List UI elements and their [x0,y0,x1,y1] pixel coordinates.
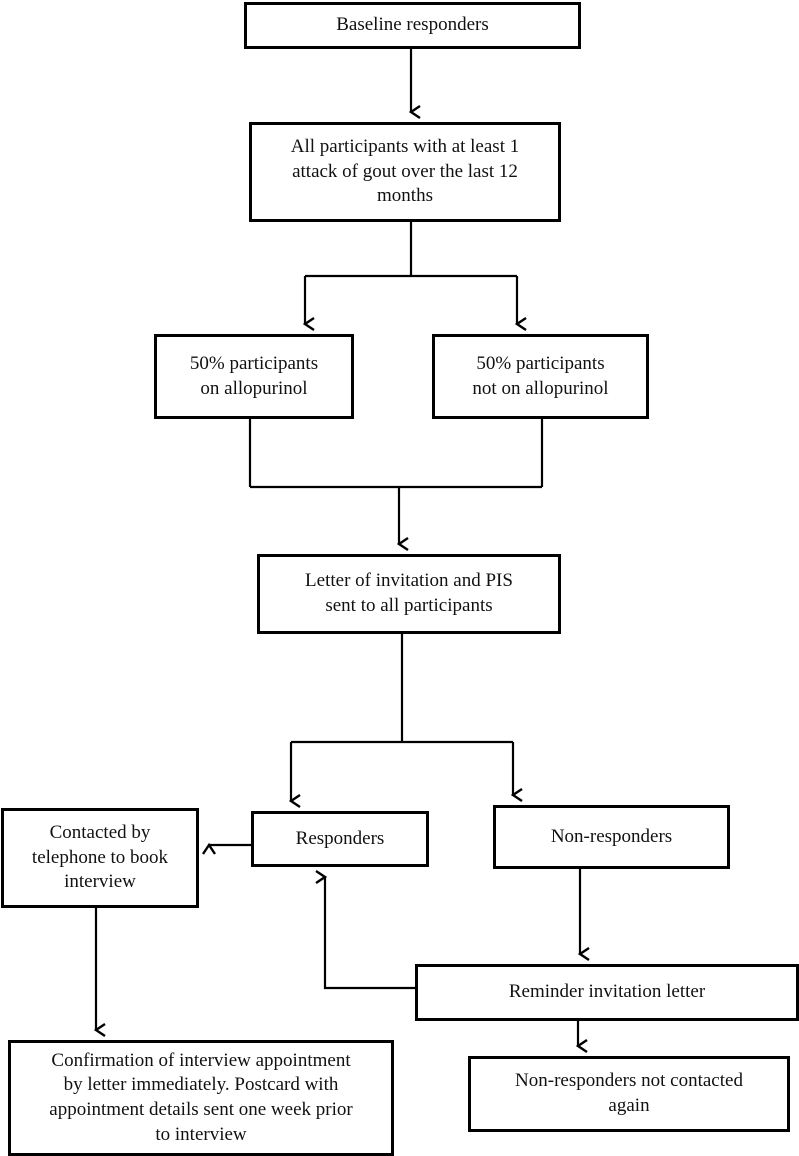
node-label: 50% participants on allopurinol [189,352,319,399]
node-label: Responders [295,827,385,849]
node-label: Letter of invitation and PIS sent to all… [305,570,513,616]
node-label: Contacted by telephone to book interview [31,821,169,893]
node-label: Reminder invitation letter [508,981,706,1003]
node-responders[interactable]: Responders [251,811,429,867]
node-all-participants[interactable]: All participants with at least 1 attack … [249,122,561,222]
node-letter-of-invitation[interactable]: Letter of invitation and PIS sent to all… [257,554,561,634]
node-reminder-invitation-letter[interactable]: Reminder invitation letter [415,964,799,1021]
node-label: Baseline responders [336,14,489,36]
node-baseline-responders[interactable]: Baseline responders [244,2,581,49]
edge-reminder-to-responders [325,877,415,990]
node-label: Confirmation of interview appointment by… [49,1049,353,1145]
node-label: 50% participants not on allopurinol [472,352,609,399]
node-confirmation-of-interview[interactable]: Confirmation of interview appointment by… [8,1040,394,1156]
node-label: Non-responders [550,825,673,847]
node-not-on-allopurinol[interactable]: 50% participants not on allopurinol [432,334,649,419]
node-on-allopurinol[interactable]: 50% participants on allopurinol [154,334,354,419]
node-label: All participants with at least 1 attack … [290,135,520,207]
node-label: Non-responders not contacted again [515,1070,743,1116]
node-contacted-by-telephone[interactable]: Contacted by telephone to book interview [1,808,199,908]
node-non-responders[interactable]: Non-responders [493,805,730,869]
node-non-responders-not-contacted[interactable]: Non-responders not contacted again [468,1056,790,1132]
